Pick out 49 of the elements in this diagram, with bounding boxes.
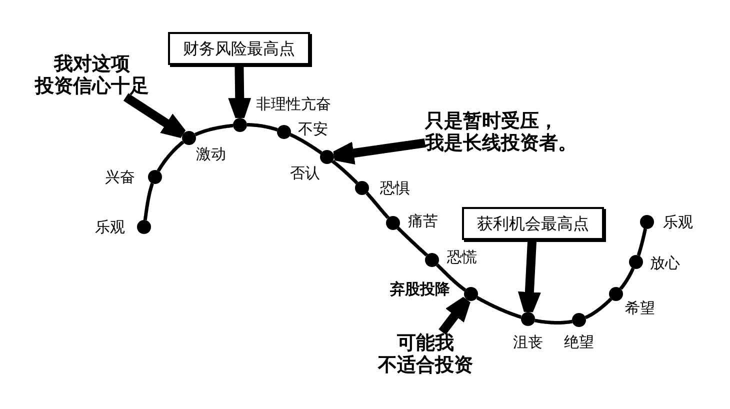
dot-icon xyxy=(464,287,478,301)
stage-label: 痛苦 xyxy=(408,213,438,230)
dot-icon xyxy=(233,118,247,132)
stage-label: 恐惧 xyxy=(380,180,410,197)
dot-icon xyxy=(137,220,151,234)
curve-line xyxy=(288,132,323,155)
stage-label: 非理性亢奋 xyxy=(256,96,331,113)
curve-line xyxy=(534,318,574,324)
curve-line xyxy=(396,226,428,257)
dot-icon xyxy=(521,312,535,326)
dot-icon xyxy=(148,170,162,184)
callout-text: 可能我不适合投资 xyxy=(378,332,473,376)
stage-label: 不安 xyxy=(298,121,328,138)
curve-line xyxy=(156,140,185,172)
stage-label: 希望 xyxy=(625,300,655,317)
dot-icon xyxy=(277,125,291,139)
curve-line xyxy=(193,124,234,136)
curve-line xyxy=(365,192,390,220)
dot-icon xyxy=(609,287,623,301)
curve-line xyxy=(619,266,635,290)
curve-line xyxy=(435,263,466,292)
stage-label: 乐观 xyxy=(95,219,125,236)
stage-label: 乐观 xyxy=(663,214,693,231)
dot-icon xyxy=(629,255,643,269)
curve-line xyxy=(584,297,612,320)
stage-label: 兴奋 xyxy=(105,169,135,186)
dot-icon xyxy=(182,131,196,145)
curve-line xyxy=(330,160,358,184)
dot-icon xyxy=(355,181,369,195)
callout-box: 财务风险最高点 xyxy=(168,32,310,65)
stage-label: 绝望 xyxy=(564,334,594,351)
dot-icon xyxy=(425,253,439,267)
dot-icon xyxy=(572,313,586,327)
dot-icon xyxy=(640,215,654,229)
stage-label: 沮丧 xyxy=(513,334,543,351)
curve-line xyxy=(143,182,154,222)
stage-label: 否认 xyxy=(290,165,320,182)
stage-label: 激动 xyxy=(196,146,226,163)
curve-line xyxy=(636,227,648,257)
stage-label: 恐慌 xyxy=(447,249,477,266)
stage-label: 弃股投降 xyxy=(390,281,450,298)
callout-box: 获利机会最高点 xyxy=(462,207,604,240)
curve-line xyxy=(476,296,523,319)
callout-text: 我对这项投资信心十足 xyxy=(35,53,149,97)
stage-label: 放心 xyxy=(650,255,680,272)
dot-icon xyxy=(386,216,400,230)
dot-icon xyxy=(320,150,334,164)
curve-line xyxy=(246,123,279,132)
callout-text: 只是暂时受压，我是长线投资者。 xyxy=(425,110,577,154)
